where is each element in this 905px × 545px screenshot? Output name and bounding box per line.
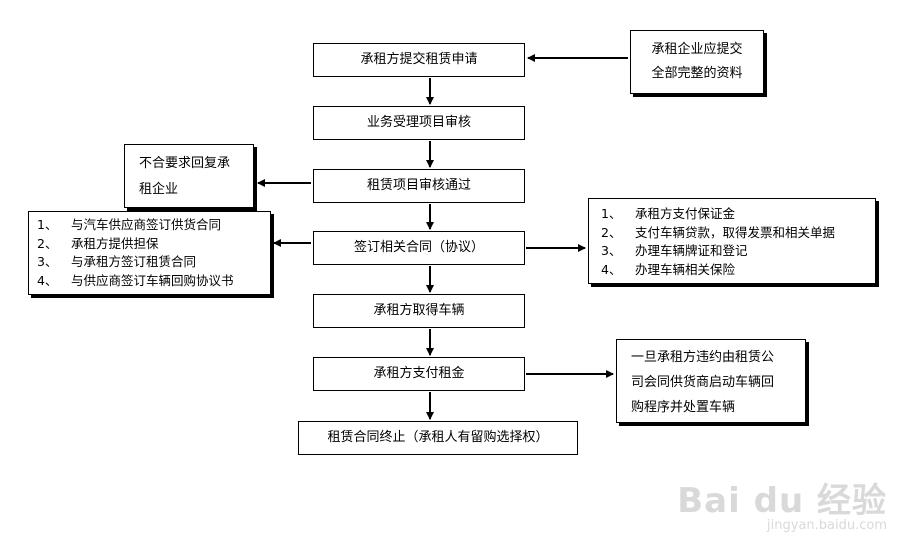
list-number: 2、	[37, 235, 58, 251]
lessee-task-item: 2、支付车辆贷款，取得发票和相关单据	[601, 224, 875, 243]
step-label: 承租方取得车辆	[373, 303, 465, 318]
list-text: 办理车辆牌证和登记	[635, 243, 748, 258]
list-text: 支付车辆贷款，取得发票和相关单据	[635, 224, 836, 240]
step-label: 签订相关合同（协议）	[353, 240, 484, 255]
required-documents-line: 承租企业应提交	[651, 42, 743, 57]
list-number: 3、	[37, 254, 58, 269]
step-obtain-vehicle: 承租方取得车辆	[313, 294, 525, 328]
list-text: 与供应商签订车辆回购协议书	[71, 272, 234, 288]
lessee-task-item: 4、办理车辆相关保险	[601, 261, 875, 280]
list-number: 4、	[601, 261, 622, 277]
step-label: 承租方支付租金	[373, 366, 465, 381]
default-handling-line: 一旦承租方违约由租赁公	[631, 350, 775, 365]
lessee-task-item: 1、承租方支付保证金	[601, 205, 875, 224]
list-text: 与承租方签订租赁合同	[71, 254, 197, 269]
lessee-tasks-box: 1、承租方支付保证金 2、支付车辆贷款，取得发票和相关单据 3、办理车辆牌证和登…	[588, 198, 876, 284]
required-documents-box: 承租企业应提交 全部完整的资料	[630, 30, 764, 94]
list-text: 办理车辆相关保险	[635, 261, 736, 277]
step-label: 业务受理项目审核	[366, 115, 471, 130]
step-label: 租赁合同终止（承租人有留购选择权）	[327, 430, 549, 445]
list-text: 与汽车供应商签订供货合同	[71, 217, 222, 232]
contracts-item: 3、与承租方签订租赁合同	[37, 253, 270, 272]
default-handling-box: 一旦承租方违约由租赁公 司会同供货商启动车辆回 购程序并处置车辆	[616, 339, 806, 423]
list-number: 3、	[601, 243, 622, 258]
required-documents-line: 全部完整的资料	[651, 66, 743, 81]
reject-reply-line: 租企业	[139, 182, 179, 197]
lessee-task-item: 3、办理车辆牌证和登记	[601, 242, 875, 261]
step-sign-contracts: 签订相关合同（协议）	[313, 231, 525, 265]
step-review-passed: 租赁项目审核通过	[313, 169, 525, 203]
contracts-item: 2、承租方提供担保	[37, 235, 270, 254]
contracts-item: 4、与供应商签订车辆回购协议书	[37, 272, 270, 291]
contracts-item: 1、与汽车供应商签订供货合同	[37, 216, 270, 235]
default-handling-line: 司会同供货商启动车辆回	[631, 375, 775, 390]
watermark-logo: Bai du 经验	[677, 481, 887, 521]
list-number: 1、	[37, 217, 58, 232]
reject-reply-line: 不合要求回复承	[139, 156, 231, 171]
list-text: 承租方提供担保	[71, 235, 159, 251]
default-handling-line: 购程序并处置车辆	[631, 400, 736, 415]
step-pay-rent: 承租方支付租金	[313, 357, 525, 391]
step-label: 租赁项目审核通过	[366, 178, 471, 193]
list-number: 4、	[37, 272, 58, 288]
list-text: 承租方支付保证金	[635, 206, 736, 221]
baidu-jingyan-watermark: Bai du 经验 jingyan.baidu.com	[677, 483, 887, 533]
watermark-url: jingyan.baidu.com	[767, 518, 887, 533]
list-number: 1、	[601, 206, 622, 221]
step-label: 承租方提交租赁申请	[360, 52, 478, 67]
list-number: 2、	[601, 224, 622, 240]
step-submit-application: 承租方提交租赁申请	[313, 43, 525, 77]
contracts-box: 1、与汽车供应商签订供货合同 2、承租方提供担保 3、与承租方签订租赁合同 4、…	[28, 211, 271, 295]
step-project-review: 业务受理项目审核	[313, 106, 525, 140]
step-contract-termination: 租赁合同终止（承租人有留购选择权）	[298, 421, 578, 455]
reject-reply-box: 不合要求回复承 租企业	[124, 144, 254, 208]
